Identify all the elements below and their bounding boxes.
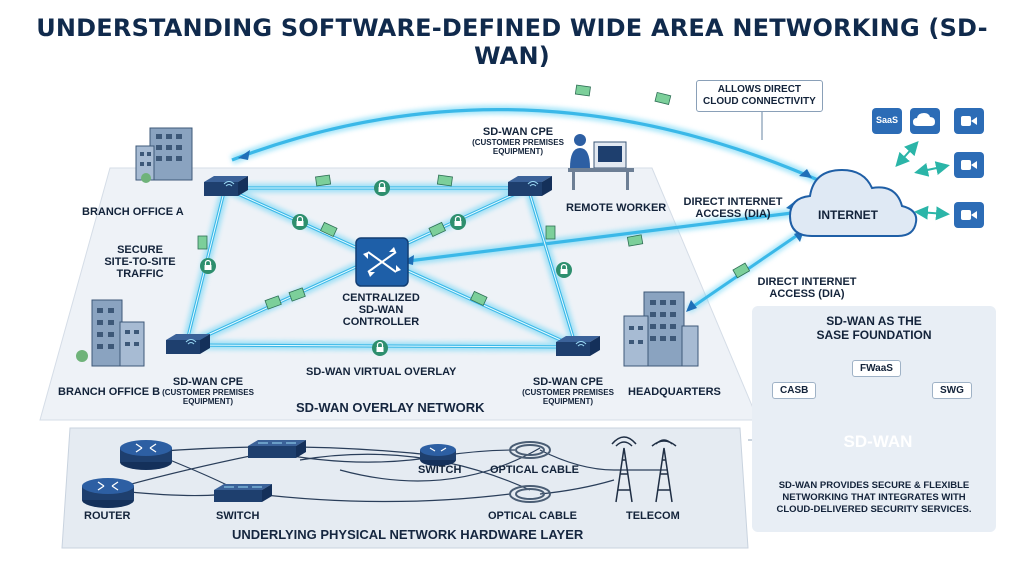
branch-b-building-icon — [76, 299, 145, 367]
branch-a-label: BRANCH OFFICE A — [82, 206, 184, 218]
cpe-bottom-right-label: SD-WAN CPE (CUSTOMER PREMISES EQUIPMENT) — [522, 376, 614, 406]
optical-cable-icon — [509, 441, 551, 503]
switch-label-bottom: SWITCH — [216, 510, 260, 522]
router-icon — [82, 440, 172, 508]
remote-worker-label: REMOTE WORKER — [566, 202, 667, 214]
saas-label: SaaS — [875, 115, 899, 125]
cpe-top-label: SD-WAN CPE (CUSTOMER PREMISES EQUIPMENT) — [472, 126, 564, 156]
internet-label: INTERNET — [818, 208, 878, 222]
sase-description: SD-WAN PROVIDES SECURE & FLEXIBLE NETWOR… — [776, 480, 972, 515]
cloud-service-icons — [872, 108, 984, 228]
cloud-connectivity-callout: ALLOWS DIRECT CLOUD CONNECTIVITY — [696, 80, 823, 112]
branch-b-label: BRANCH OFFICE B — [58, 386, 161, 398]
optical-cable-label-bottom: OPTICAL CABLE — [488, 510, 578, 522]
headquarters-building-icon — [623, 291, 699, 367]
virtual-overlay-label: SD-WAN VIRTUAL OVERLAY — [306, 366, 457, 378]
packet-icon — [197, 84, 751, 310]
dia-label-top: DIRECT INTERNET ACCESS (DIA) — [683, 196, 783, 220]
sase-panel — [752, 306, 996, 532]
headquarters-label: HEADQUARTERS — [628, 386, 721, 398]
router-label: ROUTER — [84, 510, 131, 522]
telecom-label: TELECOM — [626, 510, 680, 522]
controller-icon — [355, 237, 409, 287]
swg-badge: SWG — [932, 382, 972, 399]
physical-layer-label: UNDERLYING PHYSICAL NETWORK HARDWARE LAY… — [232, 527, 584, 542]
remote-worker-icon — [568, 134, 634, 190]
switch-icon — [214, 440, 456, 502]
secure-traffic-label: SECURE SITE-TO-SITE TRAFFIC — [104, 244, 176, 280]
sdwan-cloud-label: SD-WAN — [843, 432, 913, 451]
physical-layer-panel — [61, 427, 749, 549]
switch-label-top: SWITCH — [418, 464, 462, 476]
page-title: UNDERSTANDING SOFTWARE-DEFINED WIDE AREA… — [36, 14, 988, 70]
cpe-device-icon — [166, 176, 600, 356]
lock-icon — [200, 180, 572, 356]
overlay-network-label: SD-WAN OVERLAY NETWORK — [296, 400, 485, 415]
controller-label: CENTRALIZED SD-WAN CONTROLLER — [342, 292, 420, 328]
sase-title: SD-WAN AS THE SASE FOUNDATION — [816, 314, 932, 342]
internet-cloud-icon — [788, 168, 918, 237]
optical-cable-label-top: OPTICAL CABLE — [490, 464, 580, 476]
cpe-bottom-left-label: SD-WAN CPE (CUSTOMER PREMISES EQUIPMENT) — [162, 376, 254, 406]
telecom-tower-icon — [611, 436, 677, 503]
dia-label-bottom: DIRECT INTERNET ACCESS (DIA) — [757, 276, 857, 300]
fwaas-badge: FWaaS — [852, 360, 901, 377]
branch-a-building-icon — [135, 127, 193, 183]
casb-badge: CASB — [772, 382, 817, 399]
